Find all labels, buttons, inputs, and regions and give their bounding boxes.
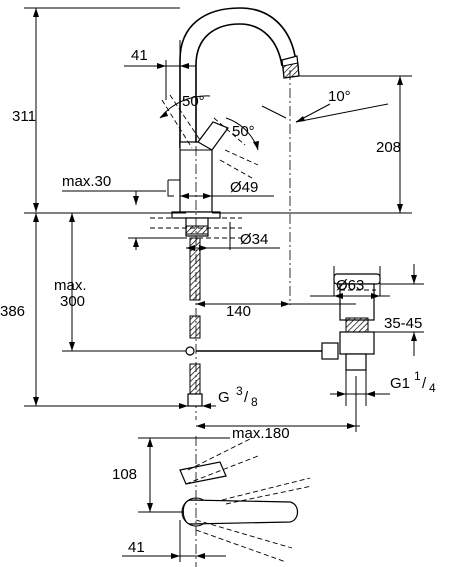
dimension-max30: max.30	[62, 173, 186, 250]
dim-386-label: 386	[0, 303, 25, 320]
supply-hose	[187, 237, 203, 407]
dim-g114-base: G1	[390, 375, 410, 392]
dim-max30-label: max.30	[62, 173, 111, 190]
dim-g114-sub: 4	[429, 381, 436, 395]
dimension-dia34: Ø34	[186, 222, 280, 251]
dimension-386: 386	[0, 213, 188, 407]
dim-208-label: 208	[376, 139, 401, 156]
dimension-max180: max.180	[196, 376, 360, 442]
dimension-41-bottom: 41	[122, 520, 226, 562]
faucet-spout	[179, 7, 300, 148]
dimension-311: 311	[12, 7, 180, 212]
dim-41-bottom-label: 41	[128, 539, 145, 556]
dim-311-label: 311	[12, 108, 36, 125]
dim-g114-sup: 1	[414, 369, 421, 383]
drain-assembly	[185, 273, 381, 371]
dim-140-label: 140	[226, 303, 251, 320]
dim-108-label: 108	[112, 466, 137, 483]
dim-g114-slash: /	[422, 375, 427, 392]
angle-50-right: 50°	[225, 117, 259, 151]
dim-g38-base: G	[218, 389, 230, 406]
dim-dia34-label: Ø34	[240, 231, 268, 248]
angle-10: 10°	[261, 88, 389, 123]
angle-10-label: 10°	[328, 88, 351, 105]
dim-g38-sub: 8	[251, 395, 258, 409]
plan-view	[179, 436, 313, 567]
dim-max300-line1: max.	[54, 277, 87, 294]
dimension-208: 208	[212, 75, 412, 214]
dim-35-45-label: 35-45	[384, 315, 422, 332]
dim-dia49-label: Ø49	[230, 179, 258, 196]
dim-g38-slash: /	[244, 389, 249, 406]
dimension-140: 140	[196, 301, 356, 320]
dimension-g38: G 3 / 8	[160, 384, 258, 409]
dim-max300-line2: 300	[60, 293, 85, 310]
dimension-g114: G1 1 / 4	[330, 369, 436, 406]
dimension-dia49: Ø49	[180, 179, 274, 199]
dimension-35-45: 35-45	[374, 264, 424, 356]
dim-41-top-label: 41	[131, 47, 148, 64]
angle-50-left: 50°	[159, 93, 211, 119]
angle-50-left-label: 50°	[182, 93, 205, 110]
angle-50-right-label: 50°	[232, 123, 255, 140]
dimension-108: 108	[112, 437, 230, 513]
dimension-41-top: 41	[124, 40, 196, 100]
dim-g38-sup: 3	[236, 384, 243, 398]
dim-dia63-label: Ø63	[336, 277, 364, 294]
dimension-dia63: Ø63	[310, 266, 390, 299]
dimension-max300: max. 300	[54, 213, 186, 352]
dim-max180-label: max.180	[232, 425, 290, 442]
